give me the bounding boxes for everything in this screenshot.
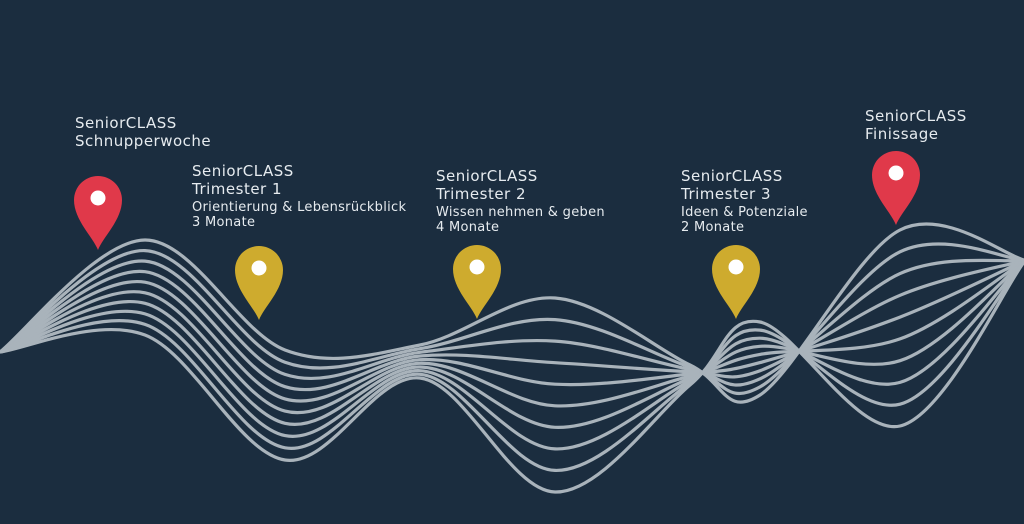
map-pin-icon bbox=[453, 245, 501, 319]
wave-line bbox=[0, 259, 1024, 415]
milestone-title: SeniorCLASS bbox=[681, 167, 783, 185]
milestone-trimester-1-label: SeniorCLASS Trimester 1 Orientierung & L… bbox=[192, 162, 406, 231]
wave-line bbox=[0, 242, 1024, 396]
wave-line bbox=[0, 259, 1024, 392]
milestone-duration: 3 Monate bbox=[192, 215, 256, 231]
milestone-title: SeniorCLASS bbox=[436, 167, 538, 185]
milestone-title: SeniorCLASS bbox=[192, 162, 294, 180]
milestone-title: SeniorCLASS bbox=[865, 107, 967, 125]
milestone-subtitle: Trimester 3 bbox=[681, 185, 772, 204]
wave-line bbox=[0, 260, 1024, 451]
milestone-trimester-2-label: SeniorCLASS Trimester 2 Wissen nehmen & … bbox=[436, 167, 605, 236]
milestone-trimester-3-label: SeniorCLASS Trimester 3 Ideen & Potenzia… bbox=[681, 167, 808, 236]
milestone-subtitle: Trimester 1 bbox=[192, 180, 283, 199]
wave-line bbox=[0, 222, 1024, 404]
milestone-schnupperwoche-label: SeniorCLASS Schnupperwoche bbox=[75, 114, 211, 151]
milestone-description: Wissen nehmen & geben bbox=[436, 204, 605, 220]
milestone-finissage-label: SeniorCLASS Finissage bbox=[865, 107, 967, 144]
wave-line bbox=[0, 260, 1024, 473]
milestone-description: Orientierung & Lebensrückblick bbox=[192, 199, 407, 215]
milestone-duration: 2 Monate bbox=[681, 220, 745, 236]
wave-line bbox=[0, 261, 1024, 494]
wave-line bbox=[0, 258, 1024, 387]
milestone-subtitle: Finissage bbox=[865, 125, 939, 144]
map-pin-icon bbox=[74, 176, 122, 250]
map-pin-icon bbox=[872, 151, 920, 225]
wave-line bbox=[0, 260, 1024, 429]
milestone-title: SeniorCLASS bbox=[75, 114, 177, 132]
map-pin-icon bbox=[235, 246, 283, 320]
wave-line bbox=[0, 259, 1024, 403]
map-pin-icon bbox=[712, 245, 760, 319]
milestone-subtitle: Schnupperwoche bbox=[75, 132, 212, 151]
milestone-description: Ideen & Potenziale bbox=[681, 204, 808, 220]
milestone-subtitle: Trimester 2 bbox=[436, 185, 527, 204]
milestone-duration: 4 Monate bbox=[436, 220, 500, 236]
